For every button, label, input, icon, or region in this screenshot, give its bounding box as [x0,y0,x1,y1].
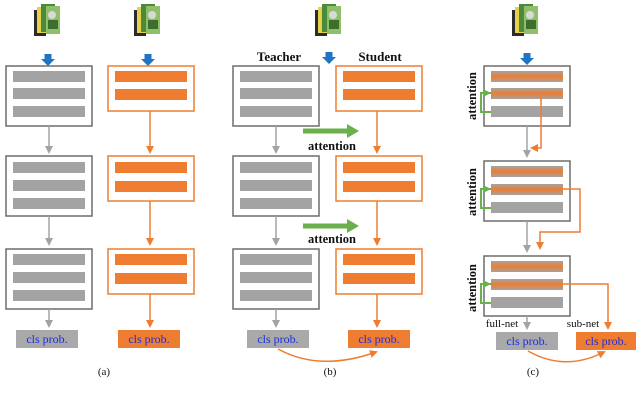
blue-down-arrow-icon [520,53,534,65]
full-net-label: full-net [486,318,518,330]
sub-net-label: sub-net [567,318,599,330]
attention-label: attention [465,168,479,216]
input-image-stack-icon [34,4,60,36]
gray-network-column: cls prob. [5,65,93,348]
attention-label: attention [308,232,356,246]
cls-prob-label: cls prob. [257,332,298,346]
input-image-stack-icon [512,4,538,36]
cls-prob-box [16,330,78,348]
cls-prob-label: cls prob. [506,334,547,348]
cls-prob-box [118,330,180,348]
cls-prob-label: cls prob. [585,334,626,348]
caption-a: (a) [98,366,111,378]
attention-label: attention [465,264,479,312]
student-label: Student [358,49,402,64]
input-image-stack-icon [315,4,341,36]
green-attention-arrow-icon [303,219,359,233]
attention-label: attention [308,139,356,153]
panel-a: cls prob. cls prob. (a) [5,4,195,378]
cls-prob-box [348,330,410,348]
cls-prob-box [496,332,558,350]
cls-prob-label: cls prob. [26,332,67,346]
distillation-curve [277,348,378,363]
attention-label: attention [465,72,479,120]
blue-down-arrow-icon [41,54,55,66]
blue-down-arrow-icon [141,54,155,66]
input-image-stack-icon [134,4,160,36]
cls-prob-box [247,330,309,348]
cls-prob-label: cls prob. [358,332,399,346]
caption-c: (c) [527,366,540,378]
caption-b: (b) [324,366,337,378]
panel-b: Teacher Student cls prob. [232,4,423,378]
cls-prob-box [576,332,636,350]
orange-network-column: cls prob. [107,65,195,348]
teacher-label: Teacher [257,49,302,64]
distillation-curve [527,350,606,363]
teacher-column: cls prob. [232,65,320,348]
student-column: cls prob. [335,65,423,348]
cls-prob-label: cls prob. [128,332,169,346]
panel-c: attention attention attention full-net s… [465,4,636,378]
blue-down-arrow-icon [322,52,336,64]
